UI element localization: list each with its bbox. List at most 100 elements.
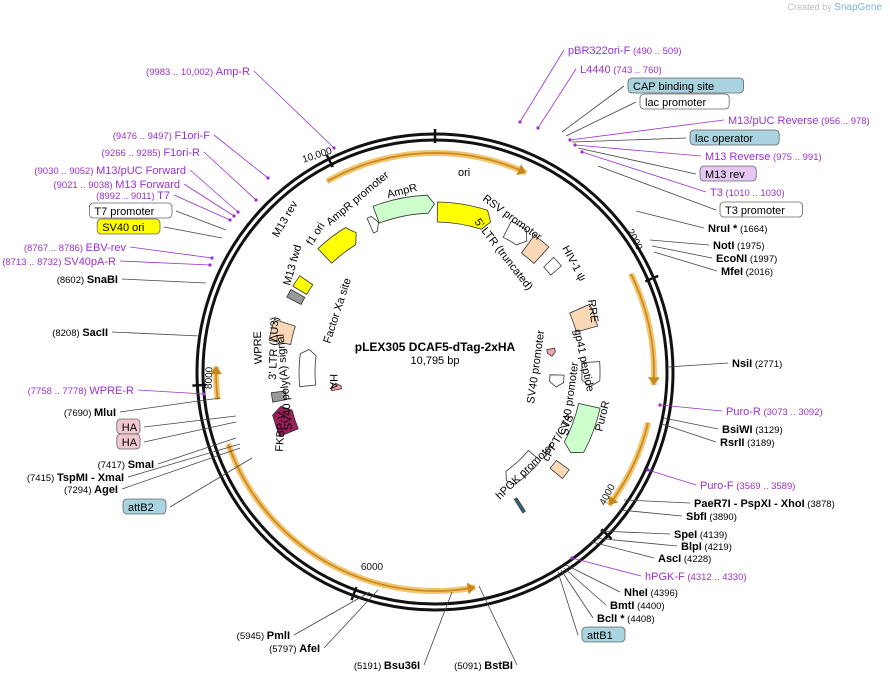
- feature-arc-3: [225, 443, 476, 594]
- primer-label-f1ori-f-51[interactable]: (9476 .. 9497) F1ori-F: [113, 130, 211, 142]
- primer-label-f1ori-r-50[interactable]: (9266 .. 9285) F1ori-R: [102, 147, 201, 159]
- feature-box-cap-binding-site-2[interactable]: [627, 77, 744, 94]
- inner-label-puror: PuroR: [593, 400, 612, 433]
- leader-lac-operator-5: [571, 137, 687, 143]
- label-name-sv40pa-r-43: SV40pA-R: [64, 256, 116, 268]
- feature-f1-ori[interactable]: [317, 227, 357, 264]
- site-label-bstbi-29[interactable]: (5091) BstBI: [454, 660, 513, 672]
- site-label-mfei-13[interactable]: MfeI (2016): [721, 266, 773, 278]
- feature-sv40-promoter-inner[interactable]: [549, 374, 565, 388]
- feature-label-m13-rev-7[interactable]: M13 rev: [705, 169, 745, 181]
- feature-cppt-cts[interactable]: [549, 459, 570, 480]
- primer-label-l4440-1[interactable]: L4440 (743 .. 760): [580, 64, 662, 76]
- site-label-bsiwi-16[interactable]: BsiWI (3129): [722, 424, 783, 436]
- feature-gp41-peptide[interactable]: [546, 347, 556, 357]
- feature-3-ltr[interactable]: [268, 318, 296, 345]
- label-coords-t7-47: (8992 .. 9011): [96, 191, 157, 202]
- feature-hpgk-promoter[interactable]: [505, 449, 542, 485]
- feature-sv40-promoter[interactable]: [581, 361, 601, 388]
- feature-ampr[interactable]: [372, 194, 436, 224]
- feature-5-ltr[interactable]: [520, 234, 550, 264]
- feature-label-lac-promoter-3[interactable]: lac promoter: [645, 97, 706, 109]
- feature-arc-head-4: [210, 366, 223, 375]
- label-name-afei-31: AfeI: [299, 643, 320, 655]
- site-label-asci-23[interactable]: AscI (4228): [658, 553, 711, 565]
- feature-rsv-promoter[interactable]: [502, 220, 528, 246]
- leader-econi-12: [651, 245, 713, 259]
- feature-box-m13-rev-7[interactable]: [699, 165, 757, 182]
- feature-ha[interactable]: [330, 382, 342, 392]
- site-label-bmti-26[interactable]: BmtI (4400): [610, 600, 665, 612]
- label-coords-sacii-41: (8208): [52, 328, 82, 339]
- site-label-econi-12[interactable]: EcoNI (1997): [716, 253, 777, 265]
- feature-label-ha-38[interactable]: HA: [122, 437, 138, 449]
- feature-label-lac-operator-5[interactable]: lac operator: [695, 133, 753, 145]
- feature-box-t3-promoter-9[interactable]: [719, 201, 803, 218]
- site-label-bsu36i-30[interactable]: (5191) Bsu36I: [354, 660, 420, 672]
- site-label-snabi-42[interactable]: (8602) SnaBI: [57, 274, 118, 286]
- feature-rre[interactable]: [569, 303, 599, 333]
- feature-ori[interactable]: [436, 201, 492, 230]
- feature-box-lac-operator-5[interactable]: [689, 129, 780, 146]
- site-label-noti-11[interactable]: NotI (1975): [713, 240, 765, 252]
- inner-label-hiv-1-psi: HIV-1 ψ: [559, 244, 588, 284]
- feature-label-sv40-ori-45[interactable]: SV40 ori: [102, 222, 144, 234]
- site-label-pmli-32[interactable]: (5945) PmlI: [237, 630, 290, 642]
- label-coords-m13-reverse-6: (975 .. 991): [770, 152, 821, 163]
- feature-box-sv40-ori-45[interactable]: [96, 218, 161, 235]
- primer-label-m13-reverse-6[interactable]: M13 Reverse (975 .. 991): [705, 151, 822, 163]
- feature-attb[interactable]: [513, 497, 526, 514]
- leader-nrui-10: [635, 210, 705, 229]
- feature-label-t7-promoter-46[interactable]: T7 promoter: [94, 206, 154, 218]
- primer-label-t7-47[interactable]: (8992 .. 9011) T7: [96, 190, 170, 202]
- site-label-paer7i-pspxi-xhoi-19[interactable]: PaeR7I - PspXI - XhoI (3878): [694, 498, 835, 510]
- primer-label-pbr322ori-f-0[interactable]: pBR322ori-F (490 .. 509): [568, 45, 682, 57]
- primer-label-sv40pa-r-43[interactable]: (8713 .. 8732) SV40pA-R: [2, 256, 116, 268]
- primer-label-t3-8[interactable]: T3 (1010 .. 1030): [710, 187, 785, 199]
- primer-label-wpre-r-40[interactable]: (7758 .. 7778) WPRE-R: [28, 385, 134, 397]
- site-label-nsii-14[interactable]: NsiI (2771): [732, 358, 782, 370]
- site-label-smai-36[interactable]: (7417) SmaI: [98, 459, 154, 471]
- feature-box-attb2-33[interactable]: [122, 498, 167, 515]
- site-label-tspmi-xmai-35[interactable]: (7415) TspMI - XmaI: [27, 472, 124, 484]
- feature-box-ha-38[interactable]: [116, 433, 141, 450]
- site-label-nrui-10[interactable]: NruI * (1664): [708, 223, 767, 235]
- leader-m13-forward-48: [183, 183, 235, 217]
- site-label-bcli-27[interactable]: BclI * (4408): [597, 613, 655, 625]
- site-label-nhei-25[interactable]: NheI (4396): [624, 587, 678, 599]
- site-label-sbfi-20[interactable]: SbfI (3890): [686, 511, 737, 523]
- feature-label-cap-binding-site-2[interactable]: CAP binding site: [633, 81, 714, 93]
- site-label-sacii-41[interactable]: (8208) SacII: [52, 327, 108, 339]
- feature-sv40-polya[interactable]: [270, 390, 288, 403]
- site-label-mlui-39[interactable]: (7690) MluI: [64, 407, 116, 419]
- primer-label-puro-f-18[interactable]: Puro-F (3569 .. 3589): [700, 480, 795, 492]
- feature-label-t3-promoter-9[interactable]: T3 promoter: [725, 205, 785, 217]
- label-coords-bmti-26: (4400): [634, 601, 664, 612]
- feature-fkbp-v[interactable]: [272, 405, 299, 437]
- primer-label-hpgk-f-24[interactable]: hPGK-F (4312 .. 4330): [645, 571, 747, 583]
- feature-ebv[interactable]: [286, 288, 306, 305]
- primer-label-m13-puc-reverse-4[interactable]: M13/pUC Reverse (956 .. 978): [728, 115, 870, 127]
- site-label-spei-21[interactable]: SpeI (4139): [674, 529, 727, 541]
- feature-label-attb1-28[interactable]: attB1: [587, 630, 613, 642]
- site-label-afei-31[interactable]: (5797) AfeI: [269, 643, 320, 655]
- site-label-blpi-22[interactable]: BlpI (4219): [681, 541, 732, 553]
- primer-label-puro-r-15[interactable]: Puro-R (3073 .. 3092): [726, 406, 823, 418]
- primer-label-m13-puc-forward-49[interactable]: (9030 .. 9052) M13/pUC Forward: [34, 165, 186, 177]
- feature-ampr-promoter[interactable]: [366, 216, 379, 234]
- feature-wpre[interactable]: [298, 349, 317, 388]
- site-label-agei-34[interactable]: (7294) AgeI: [64, 484, 118, 496]
- primer-label-amp-r-52[interactable]: (9983 .. 10,002) Amp-R: [146, 66, 250, 78]
- feature-label-ha-37[interactable]: HA: [122, 422, 138, 434]
- feature-hiv-1-psi[interactable]: [543, 256, 562, 276]
- leader-sv40pa-r-43: [119, 260, 211, 266]
- primer-label-m13-forward-48[interactable]: (9021 .. 9038) M13 Forward: [53, 179, 180, 191]
- feature-label-attb2-33[interactable]: attB2: [128, 502, 154, 514]
- feature-box-attb1-28[interactable]: [581, 626, 626, 643]
- feature-box-t7-promoter-46[interactable]: [89, 202, 173, 219]
- site-label-rsrii-17[interactable]: RsrII (3189): [720, 437, 775, 449]
- feature-puror[interactable]: [563, 403, 601, 454]
- primer-label-ebv-rev-44[interactable]: (8767 .. 8786) EBV-rev: [24, 242, 127, 254]
- feature-box-lac-promoter-3[interactable]: [639, 93, 730, 110]
- feature-sv40-ori[interactable]: [292, 275, 314, 295]
